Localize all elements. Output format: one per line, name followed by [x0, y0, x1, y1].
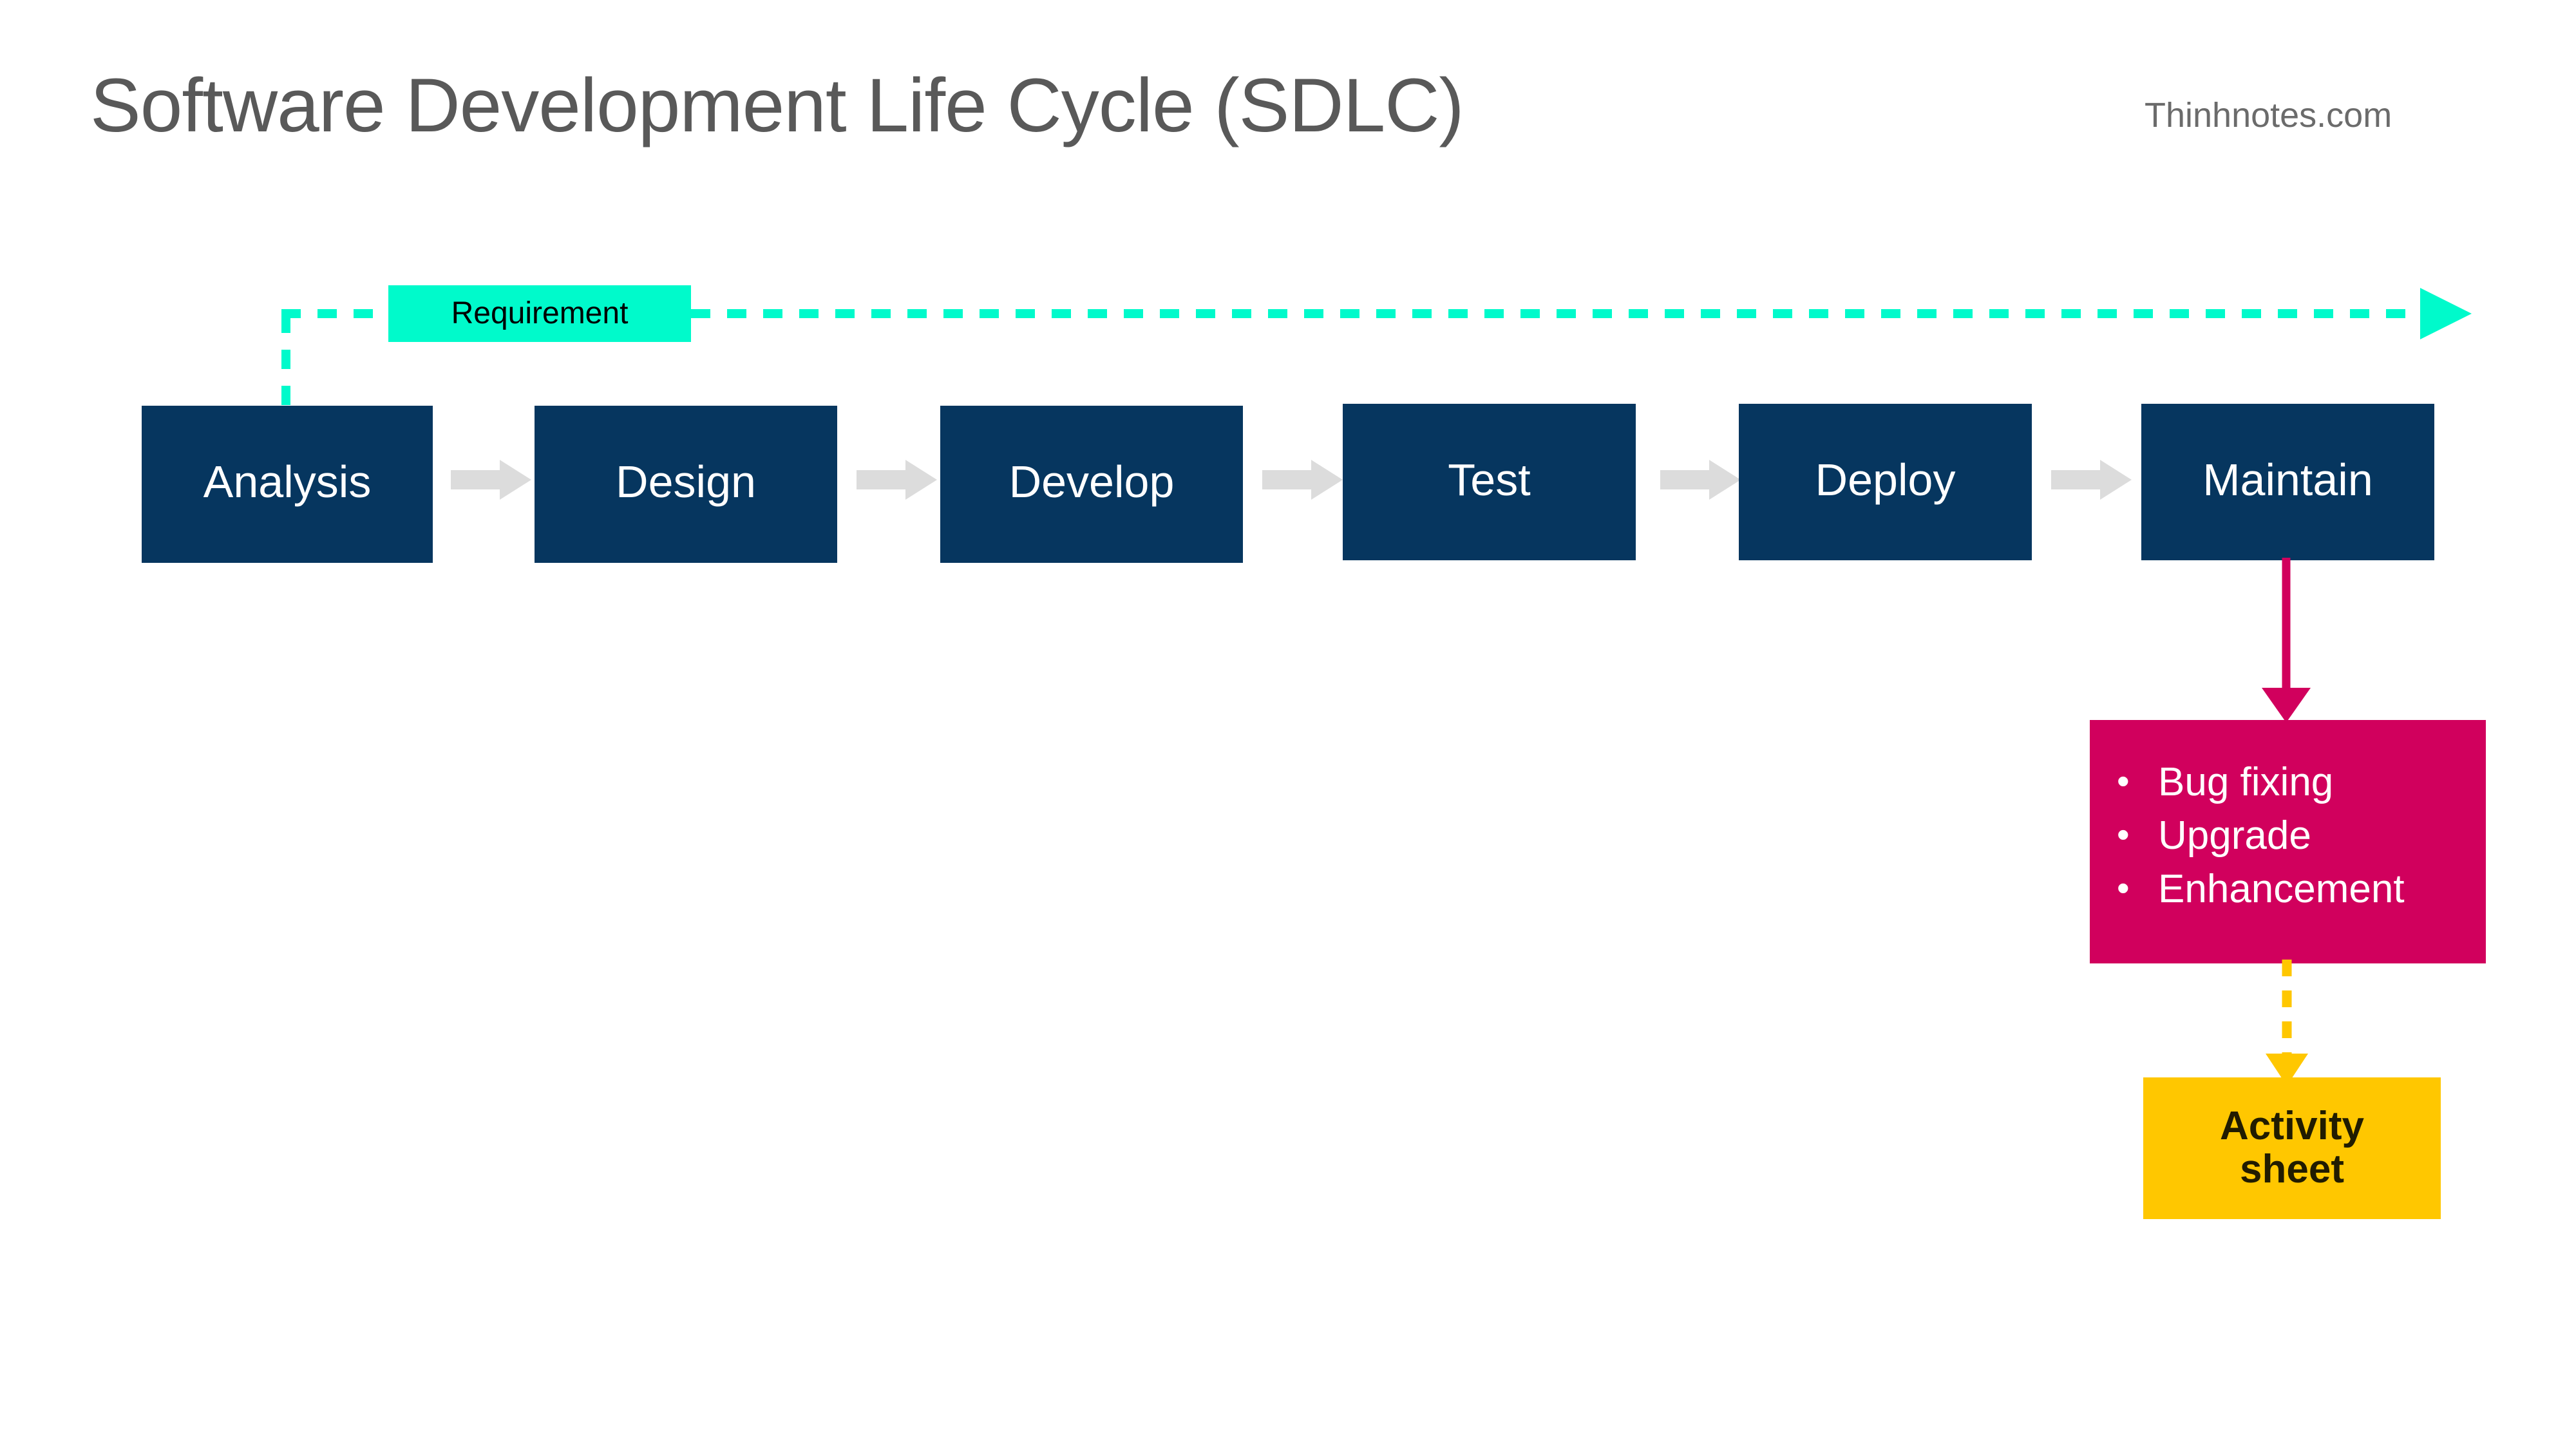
maintain-to-activities-arrow	[2262, 558, 2311, 723]
phase-arrow-icon-2	[857, 460, 937, 500]
activity-sheet-line1: Activity	[2220, 1104, 2364, 1149]
phase-arrow-icon-1	[451, 460, 531, 500]
phase-label-test: Test	[1448, 454, 1531, 505]
list-item: • Bug fixing	[2090, 762, 2486, 816]
phase-box-develop[interactable]: Develop	[940, 406, 1243, 563]
phase-arrow-icon-5	[2051, 460, 2132, 500]
list-item: • Enhancement	[2090, 869, 2486, 923]
phase-label-develop: Develop	[1009, 457, 1175, 507]
phase-label-analysis: Analysis	[203, 457, 372, 507]
phase-box-test[interactable]: Test	[1343, 404, 1636, 560]
bullet-icon: •	[2117, 761, 2130, 801]
phase-box-analysis[interactable]: Analysis	[142, 406, 433, 563]
phase-arrow-icon-4	[1660, 460, 1741, 500]
page-title: Software Development Life Cycle (SDLC)	[90, 63, 1464, 148]
phase-box-maintain[interactable]: Maintain	[2141, 404, 2434, 560]
phase-box-deploy[interactable]: Deploy	[1739, 404, 2032, 560]
activities-to-activity-sheet-arrow	[2266, 960, 2308, 1086]
bullet-icon: •	[2117, 814, 2130, 855]
maintenance-item-label: Bug fixing	[2158, 760, 2334, 804]
phase-arrow-icon-3	[1262, 460, 1343, 500]
list-item: • Upgrade	[2090, 813, 2486, 869]
activity-sheet-box[interactable]: Activity sheet	[2143, 1077, 2441, 1219]
bullet-icon: •	[2117, 867, 2130, 908]
phase-box-design[interactable]: Design	[535, 406, 837, 563]
requirement-label-text: Requirement	[451, 296, 629, 330]
phase-label-deploy: Deploy	[1815, 454, 1956, 505]
requirement-label: Requirement	[388, 285, 691, 342]
maintenance-activities-box: • Bug fixing • Upgrade • Enhancement	[2090, 720, 2486, 963]
maintenance-item-label: Upgrade	[2158, 813, 2311, 858]
maintenance-item-label: Enhancement	[2158, 867, 2405, 911]
phase-label-maintain: Maintain	[2202, 454, 2373, 505]
phase-label-design: Design	[616, 457, 756, 507]
brand-watermark: Thinhnotes.com	[2145, 96, 2392, 135]
activity-sheet-line2: sheet	[2240, 1147, 2344, 1191]
